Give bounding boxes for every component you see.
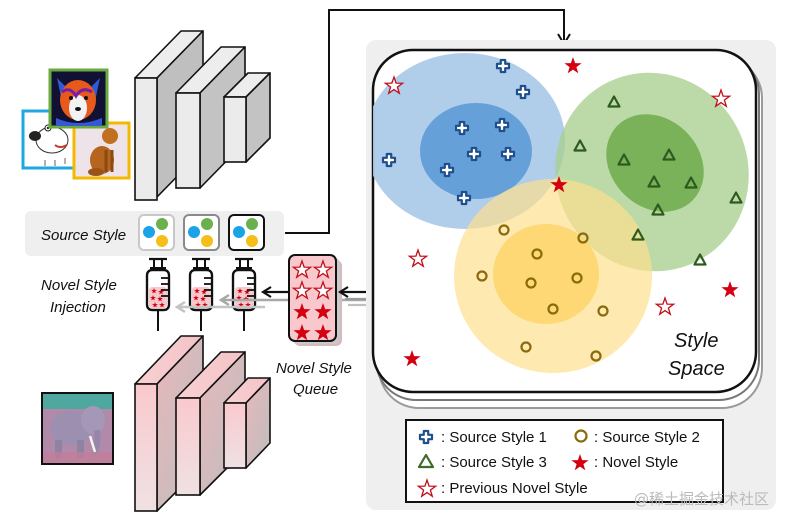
source-encoder — [134, 30, 271, 201]
style-box-3 — [228, 214, 265, 251]
novel-style-queue-label-2: Queue — [293, 381, 338, 398]
legend-item-previous-novel-style: : Previous Novel Style — [417, 479, 588, 497]
legend-item-source-style-2: : Source Style 2 — [574, 429, 700, 446]
novel-style-injection-label-1: Novel Style — [41, 277, 117, 294]
syringes — [145, 257, 257, 331]
style-box-2 — [183, 214, 220, 251]
novel-style-injection-label-2: Injection — [50, 299, 106, 316]
style-box-1 — [138, 214, 175, 251]
syringe-1 — [145, 257, 171, 331]
novel-style-queue-label-1: Novel Style — [276, 360, 352, 377]
elephant-image — [41, 392, 114, 465]
legend-item-source-style-1: : Source Style 1 — [418, 429, 547, 446]
svg-text:: Novel Style: : Novel Style — [594, 454, 678, 471]
svg-text:: Source Style 2: : Source Style 2 — [594, 429, 700, 446]
novel-style-queue — [288, 254, 342, 346]
legend-item-novel-style: : Novel Style — [571, 454, 678, 471]
style-space-label-1: Style — [674, 330, 718, 352]
legend: : Source Style 1 : Source Style 2 : Sour… — [405, 419, 724, 503]
decoder-block-2 — [175, 351, 246, 496]
style-space-panel: Style Space : Source Style 1 : Source St… — [366, 40, 776, 510]
source-style-label: Source Style — [41, 227, 126, 244]
target-decoder — [134, 335, 271, 512]
decoder-block-3 — [223, 377, 271, 469]
syringe-2 — [188, 257, 214, 331]
source-style-bar: Source Style — [25, 211, 284, 256]
golden-retriever-image — [72, 121, 131, 180]
legend-item-source-style-3: : Source Style 3 — [417, 453, 547, 471]
triangle-icon — [417, 453, 435, 469]
circle-icon — [574, 429, 588, 443]
svg-text:: Previous Novel Style: : Previous Novel Style — [441, 480, 588, 497]
source-images — [21, 68, 131, 180]
painted-collie-image — [48, 68, 109, 129]
svg-text:: Source Style 3: : Source Style 3 — [441, 454, 547, 471]
watermark: @稀土掘金技术社区 — [634, 490, 769, 508]
svg-text:: Source Style 1: : Source Style 1 — [441, 429, 547, 446]
encoder-block-3 — [223, 72, 271, 163]
syringe-3 — [231, 257, 257, 331]
cluster-source-style-2 — [454, 179, 652, 373]
style-space-label-2: Space — [668, 358, 725, 380]
style-connector-line — [285, 9, 565, 234]
